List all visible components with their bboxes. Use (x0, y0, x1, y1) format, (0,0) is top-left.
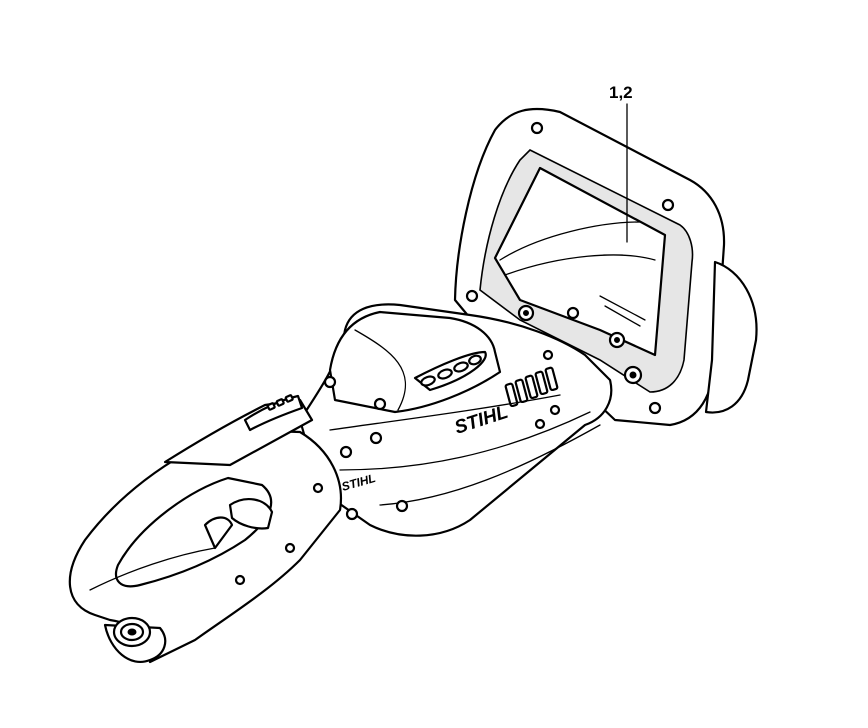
callout: 1,2 (609, 83, 633, 243)
motor-housing: STIHL (298, 303, 613, 537)
rear-handle: STIHL (68, 394, 377, 664)
hand-guard-frame (453, 108, 758, 427)
callout-label: 1,2 (609, 83, 633, 102)
